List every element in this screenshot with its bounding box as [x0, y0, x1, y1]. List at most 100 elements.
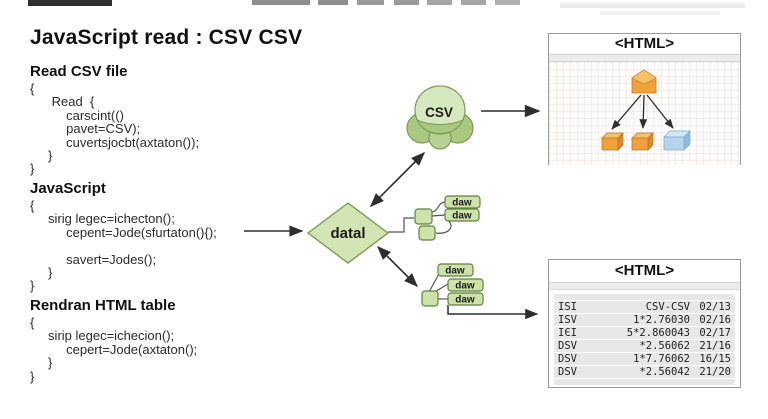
code-line: }	[30, 355, 53, 371]
table-cell-value: *2.56062	[639, 340, 690, 352]
table-cell-key: DSV	[558, 353, 577, 365]
table-cell-date: 16/15	[699, 353, 731, 365]
table-cell-key: ISI	[558, 301, 577, 313]
daw-node	[447, 292, 484, 306]
table-row: IЄI 5*2.860043 02/17	[554, 327, 735, 339]
tree-canvas	[549, 62, 740, 165]
code-line: }	[30, 148, 53, 164]
html-table-window: <HTML> ISI CSV-CSV 02/13 ISV 1*2.76030 0…	[548, 259, 741, 388]
table-body: ISI CSV-CSV 02/13 ISV 1*2.76030 02/16 IЄ…	[549, 290, 740, 385]
code-line: Read {	[30, 94, 95, 110]
connector	[431, 214, 446, 217]
code-line: }	[30, 278, 35, 294]
top-crop-artifact	[252, 0, 310, 5]
csv-label: CSV	[425, 105, 453, 120]
window-title: <HTML>	[549, 34, 740, 55]
table-cell-value: 1*2.76030	[633, 314, 690, 326]
child-box-blue	[663, 130, 691, 151]
table-empty-band	[554, 294, 735, 300]
table-row: ISV 1*2.76030 02/16	[554, 314, 735, 326]
root-box-top	[631, 69, 657, 85]
code-line: {	[30, 198, 35, 213]
code-heading: Rendran HTML table	[30, 297, 176, 314]
table-cell-key: DSV	[558, 340, 577, 352]
html-tree-window: <HTML>	[548, 33, 741, 165]
code-line: carscint(()	[30, 107, 124, 123]
daw-node	[437, 263, 474, 277]
top-crop-artifact	[461, 0, 486, 5]
table-cell-date: 02/17	[699, 327, 731, 339]
top-crop-artifact	[427, 0, 452, 5]
code-line: }	[30, 161, 35, 177]
table-cell-date: 02/13	[699, 301, 731, 313]
code-line: sirig legec=ichecton();	[30, 211, 175, 227]
code-line: pavet=CSV);	[30, 121, 141, 137]
child-box-orange	[601, 132, 624, 151]
node-tree	[601, 69, 691, 151]
top-crop-artifact	[495, 0, 520, 5]
tree-arrow	[639, 94, 648, 129]
top-crop-artifact	[560, 3, 745, 8]
code-line: {	[30, 81, 35, 96]
table-cell-key: ISV	[558, 314, 577, 326]
datal-diamond	[306, 202, 390, 264]
top-crop-artifact	[357, 0, 384, 5]
table-row: DSV *2.56062 21/16	[554, 340, 735, 352]
table-cell-date: 02/16	[699, 314, 731, 326]
node-square	[418, 225, 436, 241]
connector-diamond-node	[388, 217, 414, 233]
table-row: DSV *2.56042 21/20	[554, 366, 735, 378]
tree-arrow	[646, 94, 674, 129]
table-cell-value: CSV-CSV	[645, 301, 690, 313]
table-cell-date: 21/16	[699, 340, 731, 352]
window-toolbar-strip	[549, 283, 740, 290]
child-box-orange	[631, 132, 654, 151]
top-crop-artifact	[394, 0, 419, 5]
daw-label: daw	[452, 211, 472, 222]
window-title: <HTML>	[549, 260, 740, 283]
table-cell-value: 1*7.76062	[633, 353, 690, 365]
table-cell-key: IЄI	[558, 327, 577, 339]
node-square	[421, 290, 439, 307]
code-line: }	[30, 368, 35, 384]
csv-cloud: CSV	[406, 85, 474, 150]
code-line: cepent=Jode(sfurtaton(){);	[30, 224, 217, 240]
daw-label: daw	[445, 266, 465, 277]
daw-label: daw	[455, 295, 475, 306]
code-block-javascript: JavaScript { sirig legec=ichecton(); cep…	[30, 181, 217, 293]
table-row: ISI CSV-CSV 02/13	[554, 301, 735, 313]
daw-node	[447, 278, 484, 292]
code-heading: Read CSV file	[30, 63, 128, 80]
table-cell-key: DSV	[558, 366, 577, 378]
daw-label: daw	[455, 281, 475, 292]
table-row: DSV 1*7.76062 16/15	[554, 353, 735, 365]
arrow-cluster-to-table-window	[447, 305, 539, 320]
csv-cloud-seam	[416, 118, 464, 134]
top-crop-artifact	[600, 11, 720, 15]
datal-label: datal	[330, 225, 365, 242]
daw-node	[444, 195, 481, 209]
code-block-read-csv: Read CSV file { Read { carscint(() pavet…	[30, 64, 199, 176]
top-crop-artifact	[318, 0, 348, 5]
code-heading: JavaScript	[30, 180, 106, 197]
code-line: {	[30, 315, 35, 330]
code-block-render-html: Rendran HTML table { sirip legec=ichecio…	[30, 297, 198, 384]
code-line: cepert=Jode(axtaton();	[30, 341, 198, 357]
node-square	[414, 208, 433, 225]
table-cell-value: 5*2.860043	[626, 327, 690, 339]
window-toolbar-strip	[549, 55, 740, 62]
code-line: cuvertsjocbt(axtaton());	[30, 134, 200, 150]
page-title: JavaScript read : CSV CSV	[30, 26, 303, 49]
code-line: savert=Jodes();	[30, 251, 157, 267]
table-empty-band	[554, 379, 735, 385]
code-line: }	[30, 265, 53, 281]
top-crop-artifact	[28, 0, 112, 6]
arrow-diamond-cluster	[377, 246, 418, 287]
code-line: sirip legec=ichecion();	[30, 328, 175, 344]
table-cell-date: 21/20	[699, 366, 731, 378]
daw-label: daw	[452, 198, 472, 209]
connector	[431, 201, 446, 213]
tree-arrow	[611, 94, 642, 130]
